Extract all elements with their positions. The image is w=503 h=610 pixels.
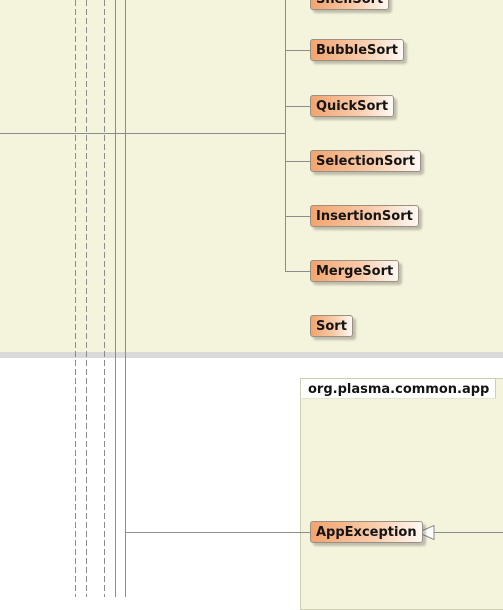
class-node-selectionsort[interactable]: SelectionSort: [310, 150, 421, 172]
package-separator: [0, 352, 503, 358]
connector-lines: [0, 0, 503, 597]
package-tab-label[interactable]: org.plasma.common.app: [300, 378, 496, 399]
package-frame: [300, 378, 503, 610]
class-node-insertionsort[interactable]: InsertionSort: [310, 205, 419, 227]
inheritance-arrow-icon: [416, 524, 435, 541]
class-node-sort[interactable]: Sort: [310, 315, 353, 337]
class-node-mergesort[interactable]: MergeSort: [310, 260, 400, 282]
top-package-area: [0, 0, 503, 352]
class-node-shellsort[interactable]: ShellSort: [310, 0, 390, 10]
class-node-quicksort[interactable]: QuickSort: [310, 95, 395, 117]
class-node-appexception[interactable]: AppException: [310, 521, 423, 543]
class-node-bubblesort[interactable]: BubbleSort: [310, 39, 404, 61]
